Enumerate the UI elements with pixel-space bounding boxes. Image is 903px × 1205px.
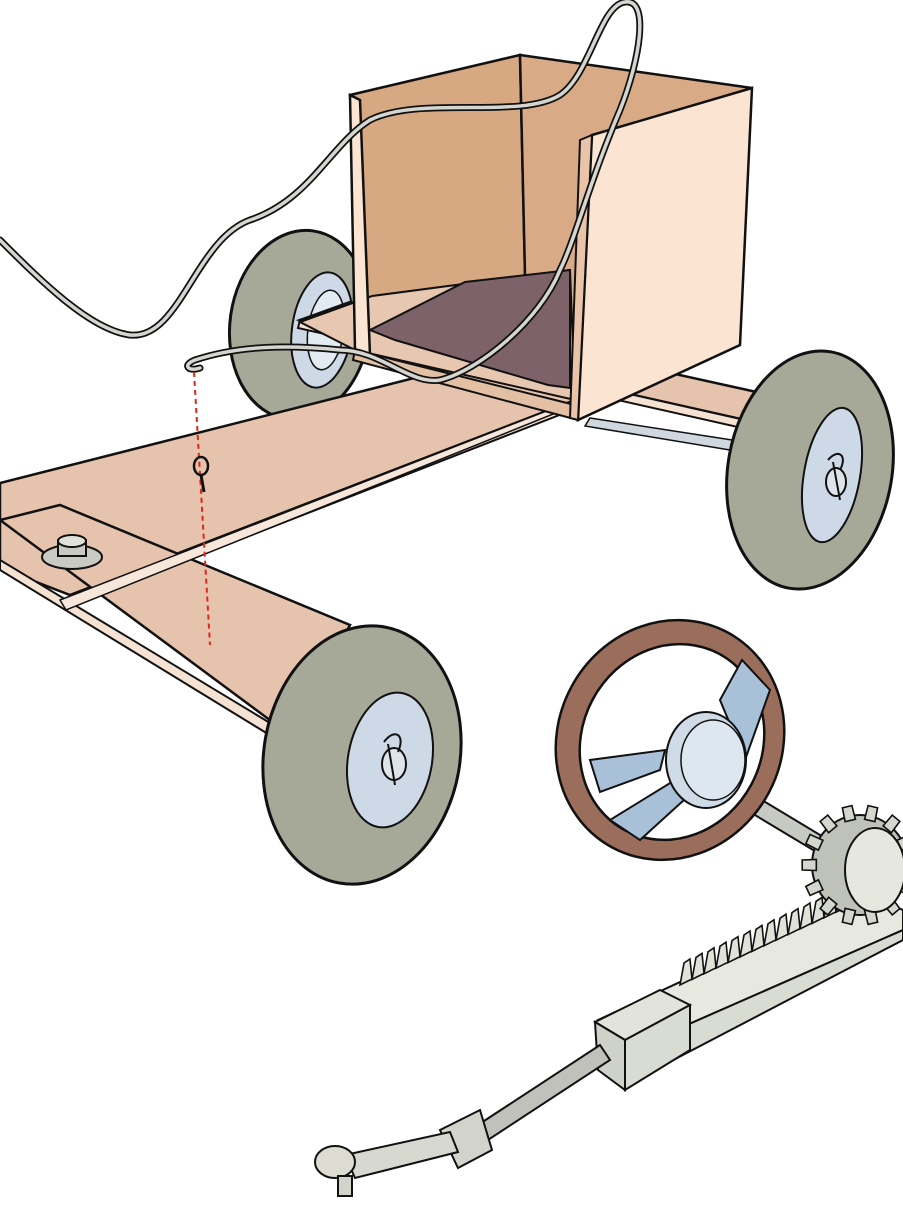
front-left-cotter-pin [383,733,402,786]
rack-tooth [750,923,765,953]
rack-tooth [690,951,705,981]
seat-box [297,53,754,423]
rack-tooth [762,918,777,948]
tie-rod-arm [343,1130,460,1180]
box-right-front-panel [576,86,754,423]
pinion-tooth [804,878,824,897]
pinion-gear [801,804,903,926]
seat-cushion [367,268,571,390]
rack-tooth [702,946,717,976]
rack-tooth [726,935,741,965]
rear-right-wheel [725,349,895,591]
rack-tooth [678,957,693,987]
pinion-tooth [801,858,818,872]
rack-tooth [774,912,789,942]
king-pin-bolt [41,534,103,570]
pinion-tooth [881,813,901,834]
rear-right-cotter-pin [827,452,844,501]
rack-tooth [786,907,801,937]
bolt-head [57,534,87,548]
rope-fill [0,0,642,383]
guide-line [193,371,211,646]
tie-rod-ball-stud [337,1175,353,1197]
rack-tooth [798,901,813,931]
front-left-wheel [261,624,463,886]
tie-rod-ball-joint [314,1145,356,1179]
eye-bolt-shank [199,474,206,493]
rack-tooth [810,895,825,925]
eye-bolt-assembly [192,371,211,646]
rope [0,0,644,384]
steering-wheel [554,618,786,862]
tie-rod [314,1043,612,1197]
rack-housing-side [624,1003,691,1092]
pinion-tooth [841,804,857,823]
rack-tooth [738,929,753,959]
front-axle-board [0,397,585,747]
steering-spoke-left [588,748,667,794]
pinion-tooth [863,804,879,823]
rack-tooth [714,940,729,970]
pinion-face [844,827,903,913]
pinion-tooth [841,907,857,926]
steering-wheel-hub-face [680,719,746,801]
pinion-tooth [804,833,824,852]
pinion-tooth [819,813,839,834]
pinion-tooth [819,896,839,917]
